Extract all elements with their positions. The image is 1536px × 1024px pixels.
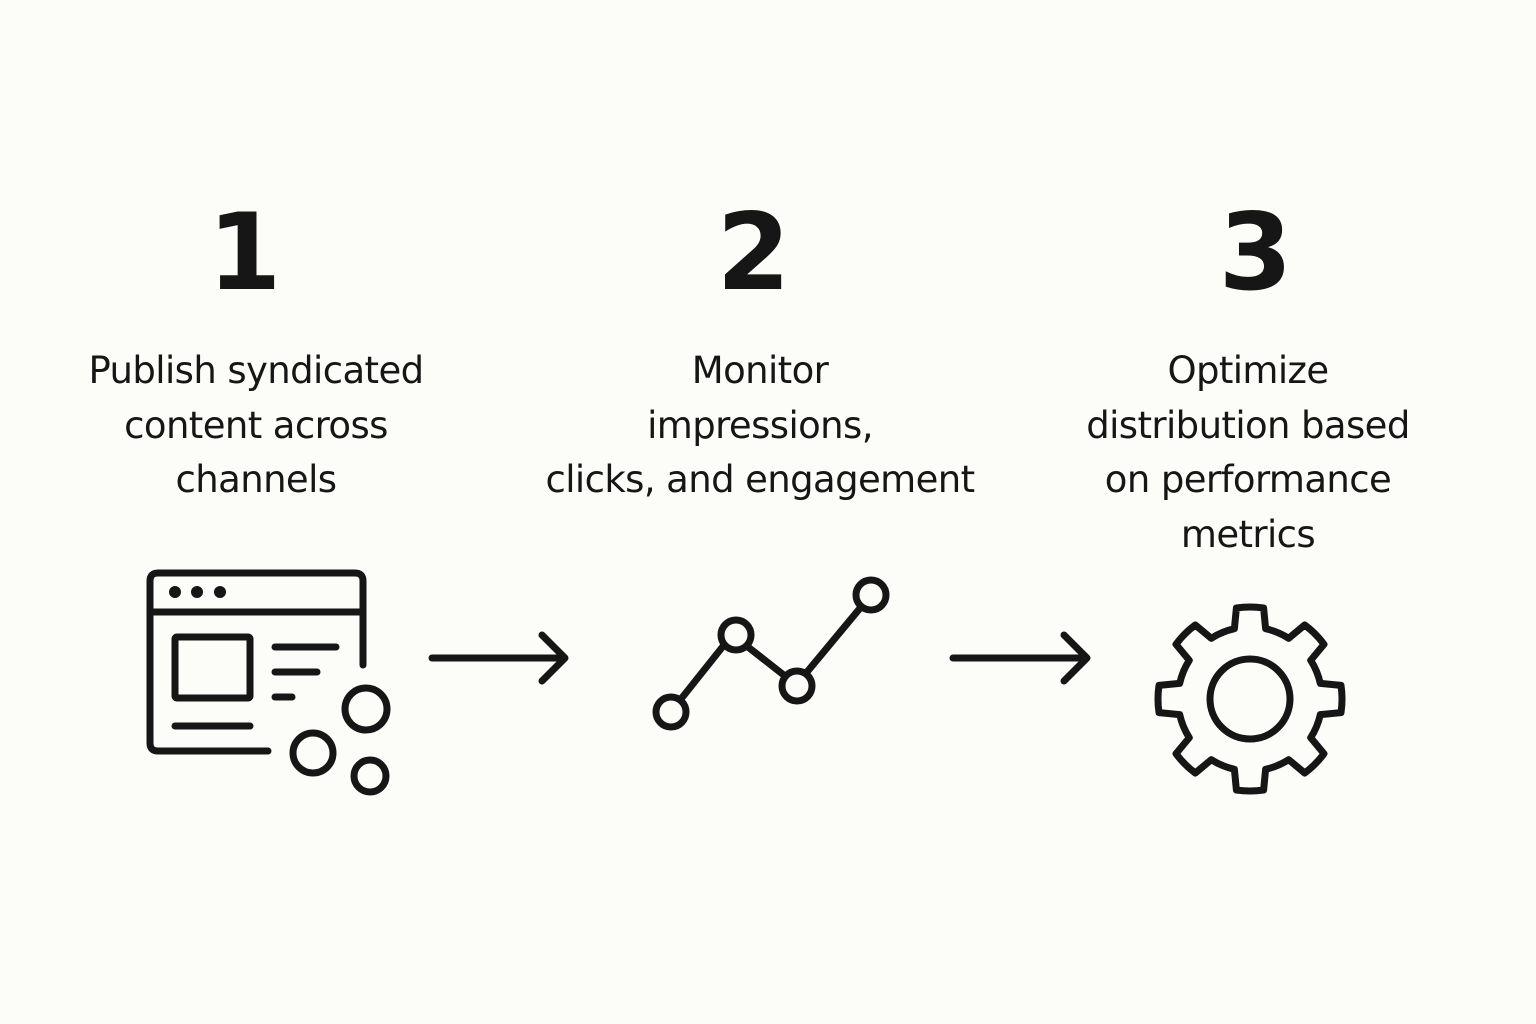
step-3-label: Optimize distribution based on performan… [1048, 344, 1448, 562]
step-3-label-line-2: distribution based [1086, 403, 1410, 447]
step-2-label-line-2: impressions, [647, 403, 873, 447]
step-3-number: 3 [1218, 191, 1294, 314]
step-2-label-line-3: clicks, and engagement [545, 458, 975, 501]
step-3-label-line-4: metrics [1180, 512, 1316, 556]
step-1-label-line-3: channels [175, 458, 337, 501]
step-1-number: 1 [207, 191, 283, 314]
step-3-label-line-3: on performance [1104, 458, 1392, 501]
step-1-label-line-2: content across [124, 403, 388, 447]
step-1-label: Publish syndicated content across channe… [56, 344, 456, 508]
step-1-label-line-1: Publish syndicated [88, 349, 424, 392]
step-2-number: 2 [716, 191, 792, 314]
step-2-label-line-1: Monitor [691, 349, 829, 392]
step-3-label-line-1: Optimize [1167, 349, 1329, 392]
step-2-label: Monitor impressions, clicks, and engagem… [530, 344, 990, 508]
